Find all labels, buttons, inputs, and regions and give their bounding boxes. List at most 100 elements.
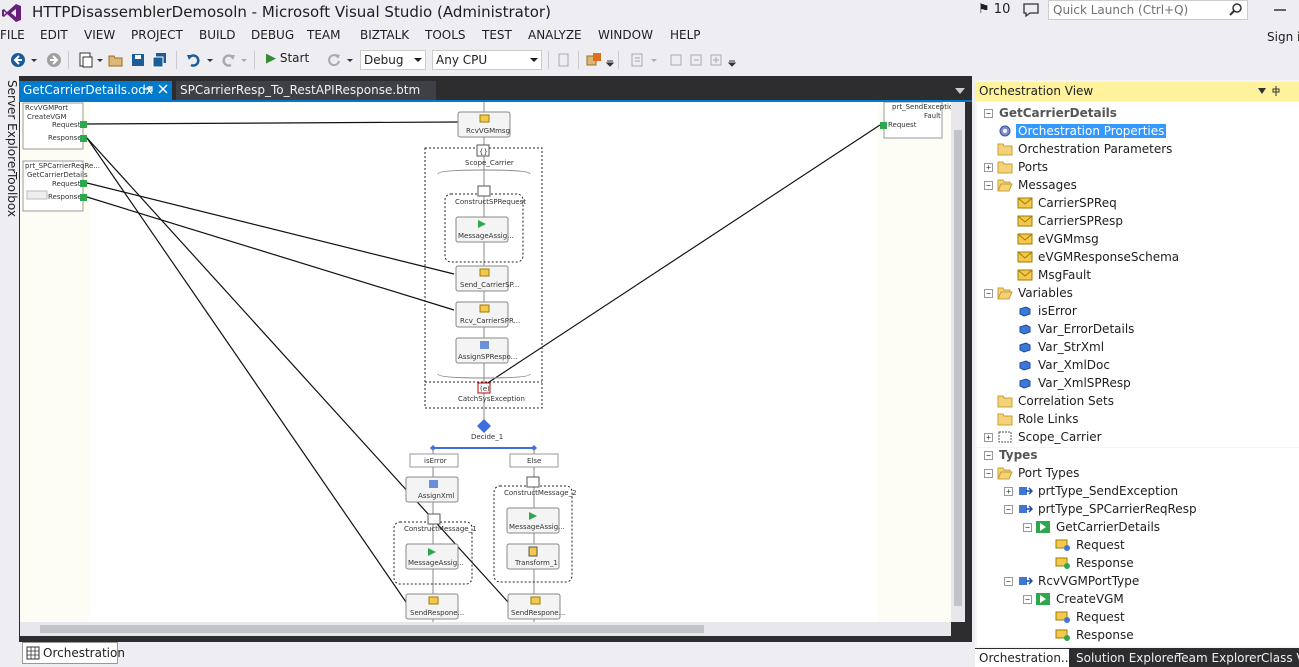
redo-icon[interactable] [220, 52, 236, 68]
menu-window[interactable]: WINDOW [598, 28, 653, 42]
toolbar-overflow-icon[interactable] [728, 52, 736, 68]
tree-item-response[interactable]: Response [1055, 626, 1136, 644]
menu-project[interactable]: PROJECT [131, 28, 183, 42]
tree-item-response[interactable]: Response [1055, 554, 1136, 572]
platform-select[interactable]: Any CPU [432, 50, 542, 70]
tab-solution-explorer[interactable]: Solution Explorer [1076, 651, 1179, 665]
shape-scope-carrier[interactable]: {} Scope_Carrier [424, 144, 543, 409]
menu-file[interactable]: FILE [0, 28, 25, 42]
tree-item-operation[interactable]: CreateVGM [1035, 590, 1126, 608]
tree-item-message[interactable]: CarrierSPResp [1017, 212, 1125, 230]
document-menu-dropdown-icon[interactable] [955, 88, 965, 94]
collapse-icon[interactable]: − [984, 109, 993, 118]
feedback-icon[interactable] [1022, 2, 1040, 18]
menu-debug[interactable]: DEBUG [251, 28, 295, 42]
collapse-icon[interactable]: − [984, 289, 993, 298]
tree-root-getcarrierdetails[interactable]: GetCarrierDetails [997, 104, 1119, 122]
request-connector[interactable] [80, 180, 87, 187]
port-sendexception[interactable]: prt_SendException Fault Request [880, 102, 951, 139]
shape-send-carrier[interactable]: Send_CarrierSP... [455, 265, 519, 292]
find-in-files-icon[interactable] [556, 52, 572, 68]
tree-item-orchestration-parameters[interactable]: Orchestration Parameters [997, 140, 1174, 158]
collapse-icon[interactable]: − [984, 451, 993, 460]
orchestration-view-tab[interactable]: Orchestration [22, 642, 125, 664]
save-all-icon[interactable] [152, 52, 168, 68]
menu-tools[interactable]: TOOLS [425, 28, 466, 42]
collapse-icon[interactable]: − [984, 469, 993, 478]
toolbox-tab[interactable]: Toolbox [5, 172, 19, 217]
menu-biztalk[interactable]: BIZTALK [360, 28, 410, 42]
horizontal-scrollbar-thumb[interactable] [40, 625, 704, 633]
tree-item-port-type[interactable]: prtType_SPCarrierReqResp [1017, 500, 1199, 518]
start-button[interactable]: ▶ Start [266, 51, 309, 66]
menu-help[interactable]: HELP [670, 28, 701, 42]
expand-icon[interactable]: + [984, 433, 993, 442]
tree-root-types[interactable]: Types [997, 446, 1039, 464]
back-dropdown-icon[interactable] [30, 52, 38, 68]
port-spcarrierreqresp[interactable]: prt_SPCarrierReqRe... GetCarrierDetails … [22, 160, 100, 212]
tree-item-port-type[interactable]: RcvVGMPortType [1017, 572, 1141, 590]
tree-item-variable[interactable]: isError [1017, 302, 1079, 320]
collapse-icon[interactable]: − [1023, 523, 1032, 532]
tree-item-message[interactable]: eVGMResponseSchema [1017, 248, 1181, 266]
tree-item-orchestration-properties[interactable]: Orchestration Properties [997, 122, 1167, 140]
tab-team-explorer[interactable]: Team Explorer [1176, 651, 1262, 665]
tree-item-request[interactable]: Request [1055, 608, 1127, 626]
forward-icon[interactable] [46, 52, 62, 68]
comment-dropdown-icon[interactable] [650, 52, 658, 68]
tab-class-view[interactable]: Class Vi [1261, 651, 1299, 665]
tree-item-message[interactable]: MsgFault [1017, 266, 1093, 284]
tab-spcarrierresp-map[interactable]: SPCarrierResp_To_RestAPIResponse.btm [176, 81, 436, 100]
menu-edit[interactable]: EDIT [40, 28, 68, 42]
minimize-button[interactable] [1264, 0, 1294, 20]
bookmark-icon[interactable] [668, 52, 684, 68]
close-icon[interactable] [156, 81, 170, 97]
tree-item-operation[interactable]: GetCarrierDetails [1035, 518, 1162, 536]
prev-bookmark-icon[interactable] [688, 52, 704, 68]
tree-item-role-links[interactable]: Role Links [997, 410, 1081, 428]
server-explorer-tab[interactable]: Server Explorer [5, 80, 19, 174]
expand-icon[interactable]: + [984, 163, 993, 172]
collapse-icon[interactable]: − [984, 181, 993, 190]
tab-getcarrierdetails[interactable]: GetCarrierDetails.odx [19, 81, 172, 100]
branch-else[interactable]: Else ConstructMessage_2 MessageAssig... … [493, 448, 577, 622]
expand-icon[interactable]: + [1004, 487, 1013, 496]
tree-item-request[interactable]: Request [1055, 536, 1127, 554]
response-connector[interactable] [80, 194, 87, 201]
tree-item-message[interactable]: CarrierSPReq [1017, 194, 1119, 212]
tree-item-ports[interactable]: Ports [997, 158, 1050, 176]
shape-receive-carrier[interactable]: Rcv_CarrierSPR... [455, 301, 520, 328]
collapse-icon[interactable]: − [1004, 577, 1013, 586]
refresh-icon[interactable] [326, 52, 342, 68]
port-rcvvgmport[interactable]: RcvVGMPort CreateVGM Request Response [22, 102, 87, 150]
undo-dropdown-icon[interactable] [206, 52, 214, 68]
menu-team[interactable]: TEAM [307, 28, 341, 42]
tree-item-correlation-sets[interactable]: Correlation Sets [997, 392, 1116, 410]
request-connector[interactable] [80, 121, 87, 128]
vertical-scrollbar-thumb[interactable] [954, 130, 962, 606]
tree-item-variables[interactable]: Variables [997, 284, 1075, 302]
new-dropdown-icon[interactable] [96, 52, 104, 68]
tree-item-variable[interactable]: Var_StrXml [1017, 338, 1106, 356]
pane-menu-dropdown-icon[interactable] [1258, 88, 1266, 94]
tree-item-message[interactable]: eVGMmsg [1017, 230, 1101, 248]
branch-iserror[interactable]: isError AssignXml ConstructMessage_1 Mes… [393, 448, 477, 622]
tree-item-port-type[interactable]: prtType_SendException [1017, 482, 1180, 500]
menu-build[interactable]: BUILD [199, 28, 236, 42]
back-icon[interactable] [10, 52, 26, 68]
redo-dropdown-icon[interactable] [240, 52, 248, 68]
response-connector[interactable] [80, 135, 87, 142]
pin-icon[interactable] [140, 81, 154, 97]
shape-assign-spresponse[interactable]: AssignSPRespo... [437, 337, 531, 379]
save-icon[interactable] [130, 52, 146, 68]
new-project-icon[interactable] [78, 52, 94, 68]
next-bookmark-icon[interactable] [708, 52, 724, 68]
orchestration-designer-surface[interactable]: RcvVGMPort CreateVGM Request Response pr… [20, 102, 951, 622]
quick-launch-input[interactable]: Quick Launch (Ctrl+Q) [1048, 0, 1248, 20]
pin-icon[interactable] [1271, 85, 1281, 97]
shape-receive-rcvvgmmsg[interactable]: RcvVGMmsg [457, 111, 511, 138]
open-folder-icon[interactable] [108, 52, 124, 68]
tree-item-variable[interactable]: Var_XmlSPResp [1017, 374, 1133, 392]
tree-item-variable[interactable]: Var_ErrorDetails [1017, 320, 1136, 338]
collapse-icon[interactable]: − [1004, 505, 1013, 514]
